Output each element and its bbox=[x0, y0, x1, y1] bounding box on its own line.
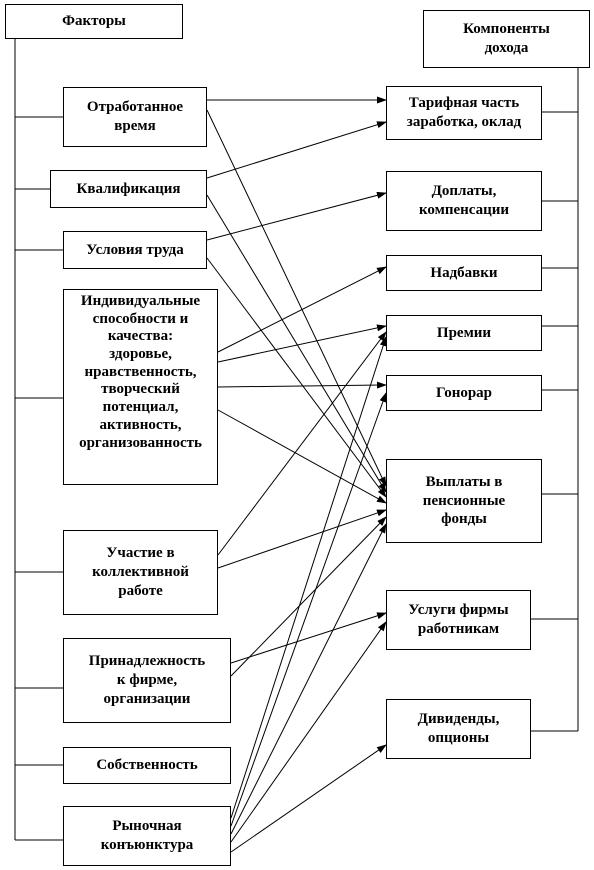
arrow-qualification-to-pension bbox=[206, 194, 387, 493]
factor-work-conditions: Условия труда bbox=[63, 231, 207, 269]
arrow-market-to-pension bbox=[230, 523, 387, 835]
arrow-collective_work-to-pension bbox=[217, 509, 387, 569]
arrow-market-to-bonuses bbox=[230, 336, 387, 819]
component-dividends: Дивиденды, опционы bbox=[386, 699, 531, 759]
arrow-firm_membership-to-pension bbox=[230, 516, 387, 677]
factor-individual-abilities: Индивидуальные способности и качества: з… bbox=[63, 289, 218, 485]
arrow-work_conditions-to-pension bbox=[206, 257, 387, 498]
arrow-individual_abilities-to-allowances bbox=[217, 266, 387, 353]
factor-qualification: Квалификация bbox=[50, 170, 207, 208]
factor-market: Рыночная конъюнктура bbox=[63, 806, 231, 866]
arrow-work_conditions-to-surcharges bbox=[206, 191, 387, 241]
component-tariff: Тарифная часть заработка, оклад bbox=[386, 86, 542, 140]
arrow-individual_abilities-to-fee bbox=[217, 381, 387, 389]
arrow-market-to-dividends bbox=[230, 744, 387, 853]
component-surcharges: Доплаты, компенсации bbox=[386, 171, 542, 231]
component-bonuses: Премии bbox=[386, 315, 542, 351]
arrow-collective_work-to-bonuses bbox=[217, 331, 387, 556]
component-fee: Гонорар bbox=[386, 375, 542, 411]
arrow-individual_abilities-to-pension bbox=[217, 409, 387, 504]
factor-ownership: Собственность bbox=[63, 747, 231, 784]
factors-header: Факторы bbox=[5, 4, 183, 39]
arrow-market-to-fee bbox=[230, 392, 387, 827]
factor-worked-time: Отработанное время bbox=[63, 87, 207, 147]
factor-collective-work: Участие в коллективной работе bbox=[63, 530, 218, 615]
factor-firm-membership: Принадлежность к фирме, организации bbox=[63, 638, 231, 723]
arrow-firm_membership-to-services bbox=[230, 612, 387, 664]
arrow-qualification-to-tariff bbox=[206, 121, 387, 179]
component-pension: Выплаты в пенсионные фонды bbox=[386, 459, 542, 543]
arrow-worked_time-to-pension bbox=[206, 109, 387, 487]
component-allowances: Надбавки bbox=[386, 255, 542, 291]
component-services: Услуги фирмы работникам bbox=[386, 590, 531, 650]
components-header: Компоненты дохода bbox=[423, 10, 590, 68]
arrow-market-to-services bbox=[230, 621, 387, 843]
arrow-individual_abilities-to-bonuses bbox=[217, 324, 387, 363]
